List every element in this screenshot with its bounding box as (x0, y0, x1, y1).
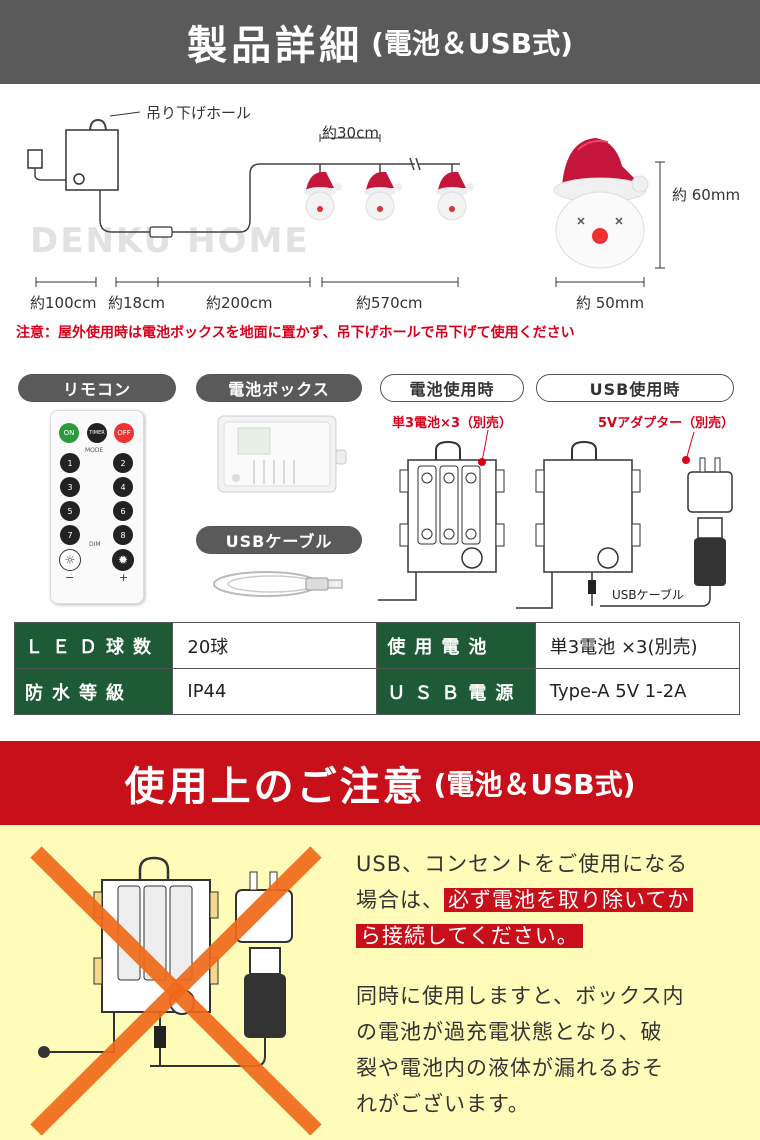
ac-adapter-icon (687, 457, 733, 513)
caution-line: れがございます。 (356, 1092, 530, 1116)
caution-highlight: 必ず電池を取り除いてか (444, 888, 694, 912)
santa-bulb-icon (304, 164, 342, 221)
prohibited-diagram (30, 846, 322, 1135)
santa-bulb-large-icon (553, 138, 649, 269)
remote-on-button: ON (59, 423, 79, 443)
hang-hook-icon (435, 440, 461, 460)
spec-key: 防水等級 (13, 668, 174, 715)
switch-icon (73, 173, 85, 185)
product-diagram: DENKU HOME (27, 111, 665, 287)
battery-note: 単3電池×3（別売） (392, 416, 512, 431)
hang-hook-icon (571, 440, 597, 460)
battery-cell-icon (417, 465, 437, 545)
battery-box-label: 電池ボックス (196, 374, 362, 402)
usb-cable-image (213, 571, 343, 597)
dim-label: 約570cm (356, 294, 423, 312)
cable-line (34, 168, 66, 181)
remote-num-button: 3 (60, 477, 80, 497)
remote-num-button: 1 (60, 453, 80, 473)
hang-hook-icon (89, 118, 107, 133)
spec-value: 20球 (172, 622, 378, 669)
battery-use-label: 電池使用時 (380, 374, 524, 402)
table-row: 防水等級 IP44 ＵＳＢ電源 Type-A 5V 1-2A (13, 668, 741, 715)
caution-text: 場合は、 (356, 888, 444, 912)
dim-down-icon: ☼ (59, 549, 81, 571)
usb-use-label: USB使用時 (536, 374, 734, 402)
height-label: 約 60mm (672, 186, 741, 204)
usb-cable-label: USBケーブル (196, 526, 362, 554)
remote-label: リモコン (18, 374, 176, 402)
caution-highlight: ら接続してください。 (356, 924, 583, 948)
caution-line: 場合は、必ず電池を取り除いてか (356, 882, 746, 918)
caution-text-2: 同時に使用しますと、ボックス内 の電池が過充電状態となり、破 裂や電池内の液体が… (356, 978, 746, 1122)
santa-bulb-icon (436, 164, 474, 221)
cross-mark-icon (30, 846, 322, 1135)
remote-num-button: 7 (60, 525, 80, 545)
remote-num-button: 8 (113, 525, 133, 545)
remote-plus-label: + (119, 571, 129, 584)
section-title: 製品詳細 (187, 23, 364, 69)
width-label: 約 50mm (576, 294, 645, 312)
caution-subtitle: (電池＆USB式) (433, 768, 636, 801)
battery-box-image (217, 415, 347, 493)
remote-num-button: 2 (113, 453, 133, 473)
usb-connector-icon (600, 517, 726, 607)
caution-line: ら接続してください。 (356, 918, 746, 954)
hang-hook-icon (138, 856, 170, 880)
remote-control: ON TIMER OFF MODE 1 2 3 4 5 6 7 8 DIM ☼ … (50, 410, 144, 604)
battery-cell-icon (461, 465, 481, 545)
santa-bulb-icon (364, 164, 402, 221)
outdoor-notice: 注意：屋外使用時は電池ボックスを地面に置かず、吊下げホールで吊下げて使用ください (16, 325, 575, 341)
remote-mode-label: MODE (85, 447, 104, 454)
caution-line: の電池が過充電状態となり、破 (356, 1020, 663, 1044)
spacing-label: 約30cm (322, 124, 379, 142)
remote-off-button: OFF (114, 423, 134, 443)
remote-minus-label: − (65, 571, 75, 584)
dim-label: 約100cm (30, 294, 97, 312)
spec-key: ＬＥＤ球数 (13, 622, 174, 669)
spec-key: ＵＳＢ電源 (376, 668, 536, 715)
remote-num-button: 4 (113, 477, 133, 497)
spec-table: ＬＥＤ球数 20球 使用電池 単3電池 ×3(別売) 防水等級 IP44 ＵＳＢ… (13, 622, 741, 715)
caution-text-1: USB、コンセントをご使用になる 場合は、必ず電池を取り除いてか ら接続してくだ… (356, 846, 746, 954)
adapter-note: 5Vアダプター（別売） (598, 416, 735, 431)
caution-title: 使用上のご注意 (124, 764, 426, 810)
battery-use-diagram (378, 430, 505, 601)
ac-adapter-icon (235, 871, 293, 943)
spec-value: Type-A 5V 1-2A (534, 668, 741, 715)
caution-header: 使用上のご注意 (電池＆USB式) (0, 741, 760, 825)
section-subtitle: (電池＆USB式) (371, 27, 573, 60)
usb-connector-icon (150, 947, 286, 1067)
caution-line: USB、コンセントをご使用になる (356, 852, 689, 876)
hang-hole-label: 吊り下げホール (146, 104, 252, 122)
spec-value: IP44 (172, 668, 378, 715)
table-row: ＬＥＤ球数 20球 使用電池 単3電池 ×3(別売) (13, 622, 741, 669)
section-header: 製品詳細 (電池＆USB式) (0, 0, 760, 84)
spec-key: 使用電池 (376, 622, 536, 669)
caution-line: 同時に使用しますと、ボックス内 (356, 984, 685, 1008)
spec-value: 単3電池 ×3(別売) (534, 622, 741, 669)
connector-icon (149, 226, 173, 238)
usb-plug-icon (27, 149, 43, 169)
remote-dim-label: DIM (89, 541, 101, 548)
remote-num-button: 6 (113, 501, 133, 521)
battery-cell-icon (169, 885, 193, 981)
usb-cable-caption: USBケーブル (612, 588, 684, 602)
usb-use-diagram (516, 431, 733, 609)
dim-label: 約18cm (108, 294, 165, 312)
remote-timer-button: TIMER (87, 423, 107, 443)
dim-label: 約200cm (206, 294, 273, 312)
remote-num-button: 5 (60, 501, 80, 521)
battery-cell-icon (439, 465, 459, 545)
dim-up-icon: ✹ (112, 549, 134, 571)
caution-line: 裂や電池内の液体が漏れるおそ (356, 1056, 664, 1080)
